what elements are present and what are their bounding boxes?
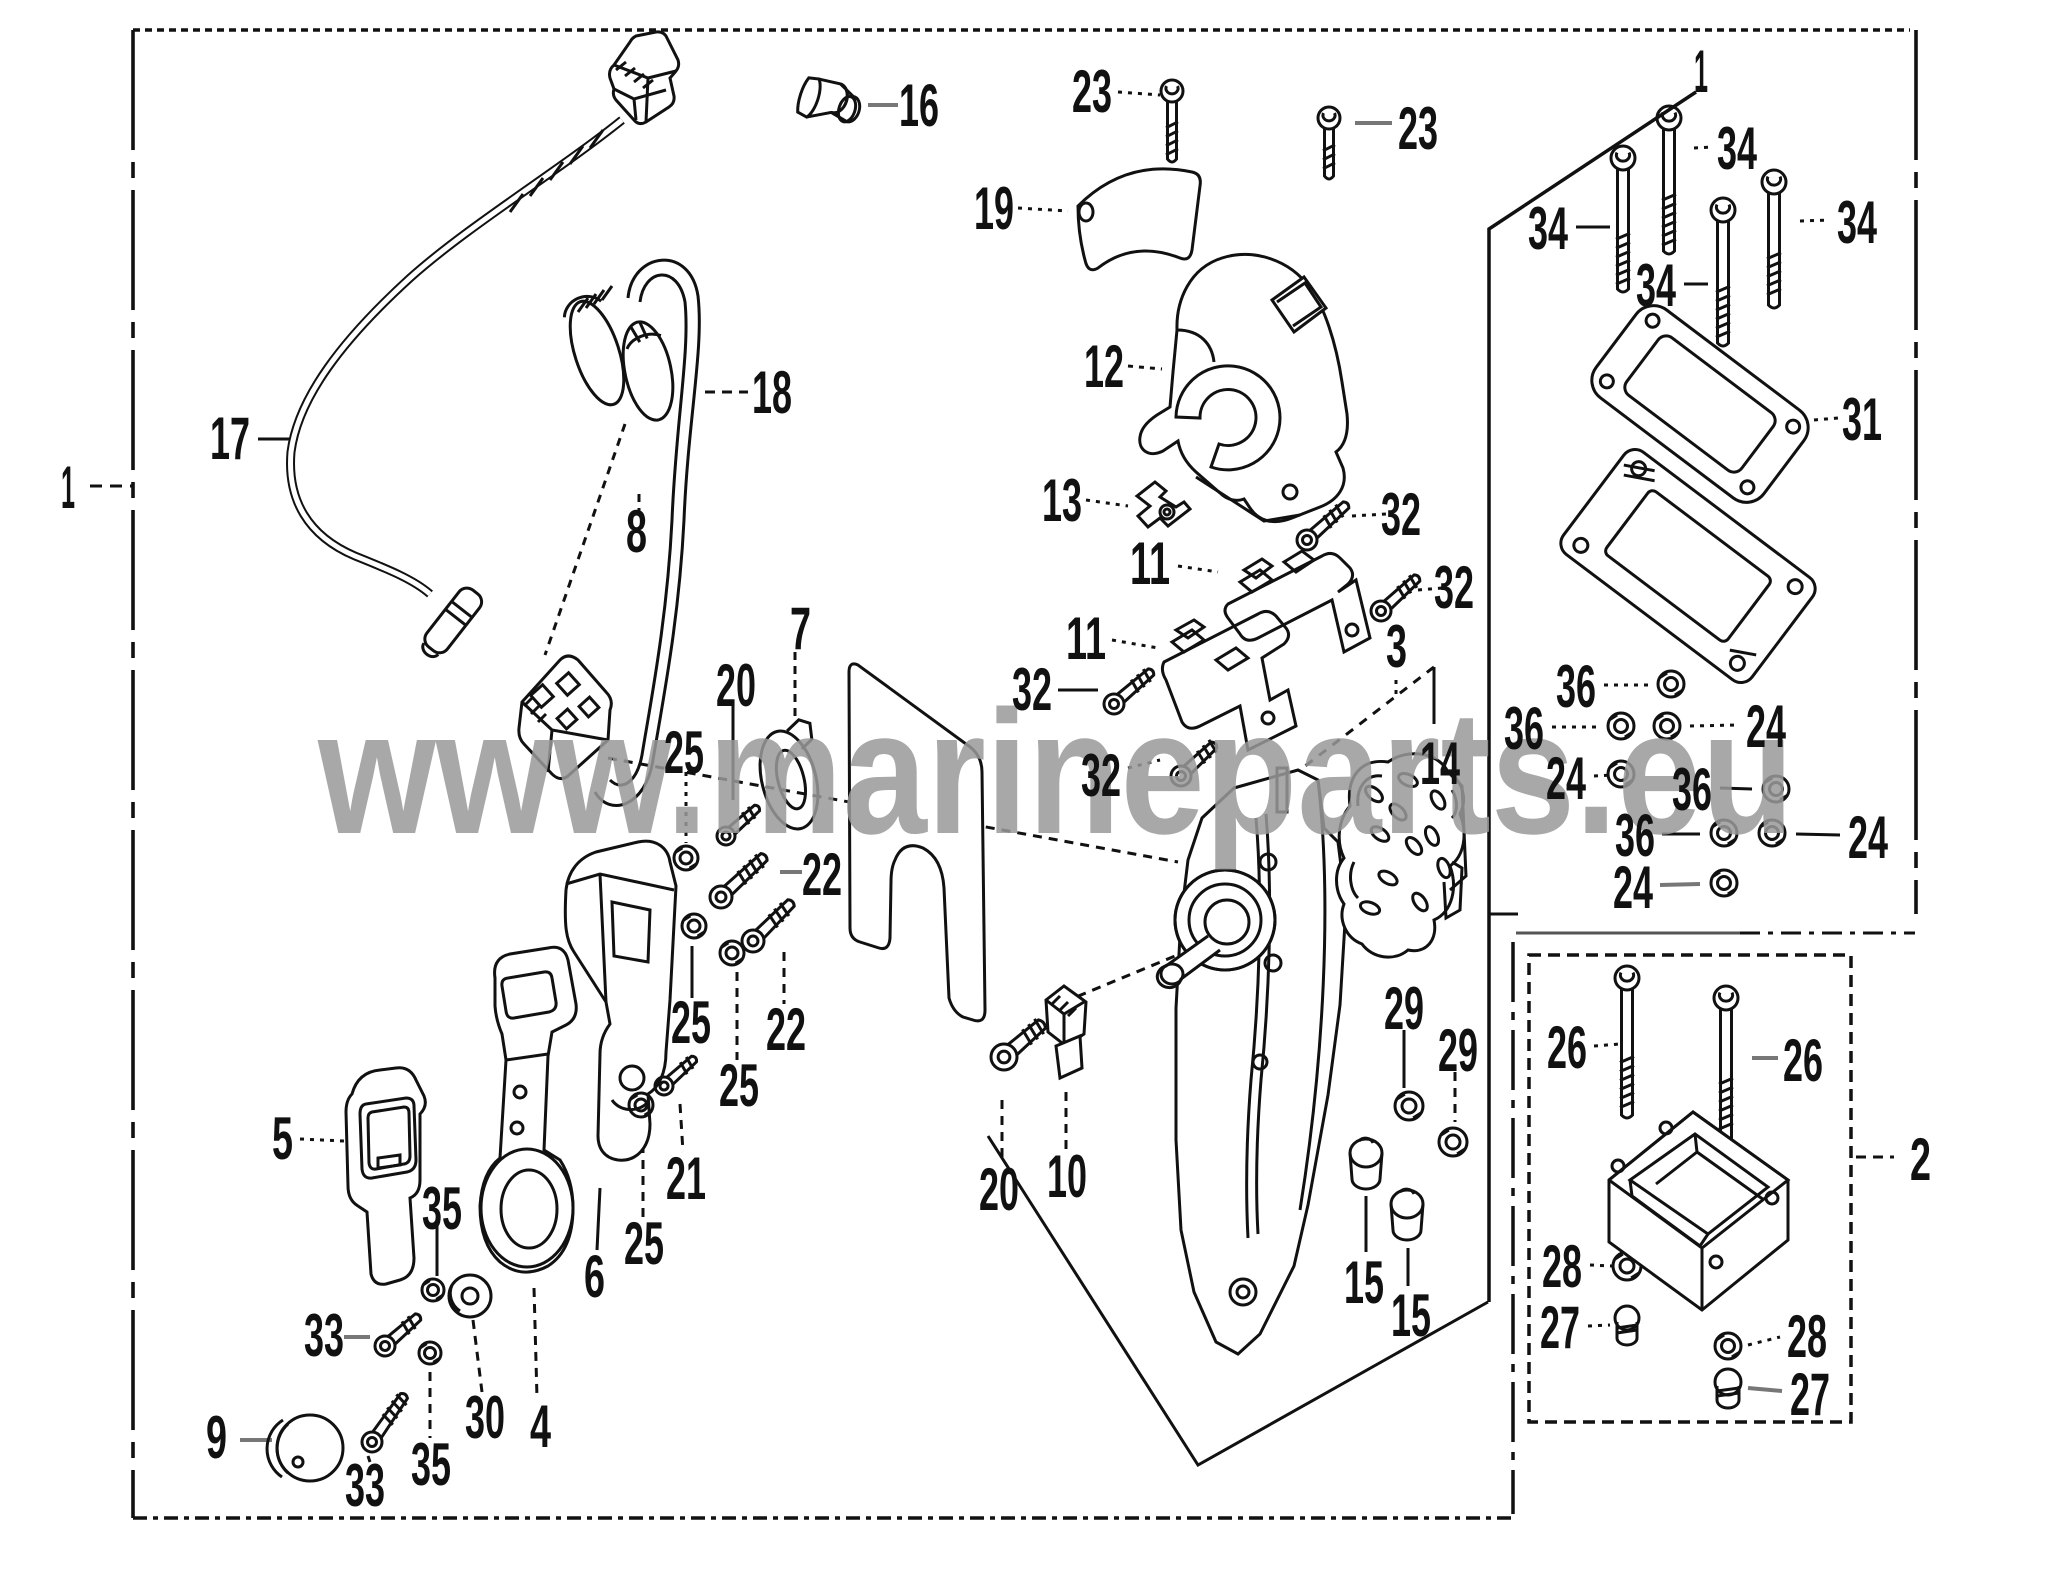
svg-text:18: 18 [752,359,792,426]
svg-text:11: 11 [1066,605,1106,672]
svg-text:8: 8 [626,498,647,565]
svg-text:24: 24 [1848,804,1888,871]
svg-text:30: 30 [465,1384,505,1451]
svg-text:26: 26 [1547,1014,1587,1081]
svg-text:34: 34 [1636,252,1676,319]
svg-text:15: 15 [1344,1249,1384,1316]
svg-text:16: 16 [899,72,939,139]
svg-text:23: 23 [1072,58,1112,125]
svg-text:14: 14 [1420,730,1460,797]
svg-text:15: 15 [1391,1282,1431,1349]
svg-text:28: 28 [1542,1233,1582,1300]
svg-text:25: 25 [624,1210,664,1277]
svg-text:33: 33 [345,1452,385,1519]
svg-text:24: 24 [1613,854,1653,921]
svg-text:22: 22 [766,996,806,1063]
svg-text:27: 27 [1540,1294,1580,1361]
svg-text:27: 27 [1790,1361,1830,1428]
svg-text:9: 9 [206,1404,227,1471]
svg-text:34: 34 [1717,115,1757,182]
svg-text:17: 17 [210,405,250,472]
svg-text:24: 24 [1746,693,1786,760]
svg-text:www.marineparts.eu: www.marineparts.eu [317,675,1794,871]
svg-text:29: 29 [1438,1017,1478,1084]
svg-text:23: 23 [1398,95,1438,162]
svg-text:19: 19 [974,175,1014,242]
svg-text:5: 5 [272,1105,293,1172]
svg-text:32: 32 [1434,554,1474,621]
svg-text:21: 21 [666,1145,706,1212]
svg-text:36: 36 [1672,756,1712,823]
svg-text:36: 36 [1615,802,1655,869]
svg-text:34: 34 [1528,195,1568,262]
svg-text:12: 12 [1084,333,1124,400]
svg-text:24: 24 [1546,745,1586,812]
svg-text:20: 20 [716,652,756,719]
svg-text:2: 2 [1910,1126,1931,1193]
svg-text:25: 25 [719,1052,759,1119]
svg-text:11: 11 [1130,530,1170,597]
svg-text:13: 13 [1042,467,1082,534]
svg-text:29: 29 [1384,975,1424,1042]
svg-text:25: 25 [664,719,704,786]
svg-text:35: 35 [411,1431,451,1498]
svg-text:4: 4 [530,1393,551,1460]
svg-text:32: 32 [1012,656,1052,723]
svg-text:10: 10 [1047,1143,1087,1210]
svg-text:31: 31 [1842,386,1882,453]
svg-text:32: 32 [1381,481,1421,548]
svg-text:20: 20 [979,1156,1019,1223]
svg-text:22: 22 [802,841,842,908]
svg-text:36: 36 [1556,653,1596,720]
svg-text:34: 34 [1837,189,1877,256]
svg-text:7: 7 [790,595,811,662]
svg-text:1: 1 [61,454,75,521]
svg-text:1: 1 [1694,38,1708,105]
svg-text:26: 26 [1783,1027,1823,1094]
svg-text:36: 36 [1504,695,1544,762]
svg-text:6: 6 [584,1243,605,1310]
svg-text:25: 25 [671,989,711,1056]
svg-text:28: 28 [1787,1303,1827,1370]
svg-text:32: 32 [1081,742,1121,809]
svg-text:35: 35 [422,1175,462,1242]
svg-text:3: 3 [1386,613,1407,680]
svg-text:33: 33 [304,1302,344,1369]
